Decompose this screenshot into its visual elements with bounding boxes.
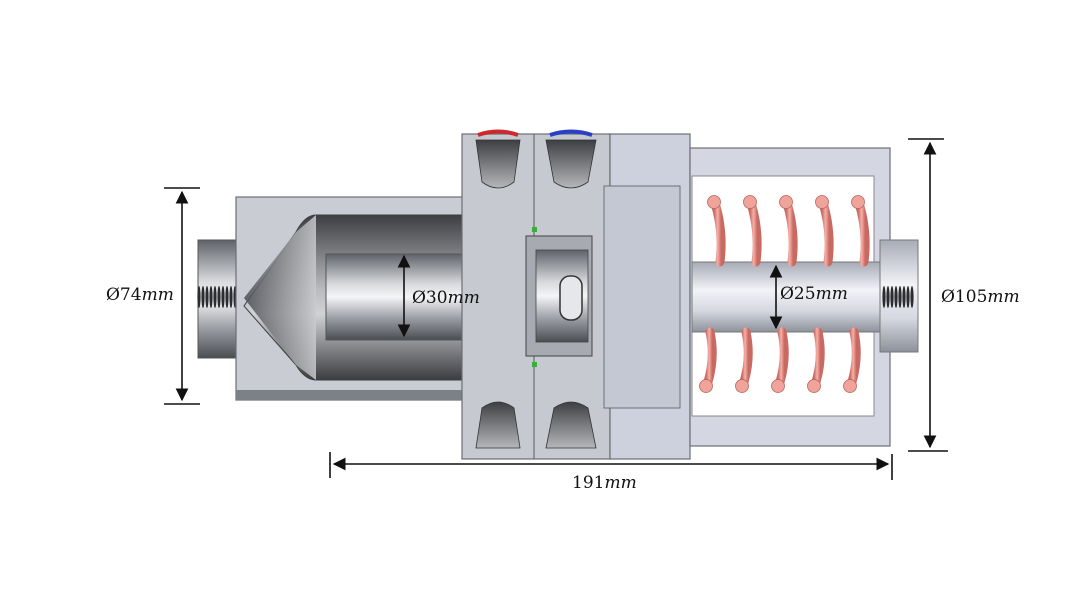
- spring-coil-end: [699, 379, 713, 393]
- green-marker-bottom: [532, 362, 537, 367]
- thread-ridge: [197, 286, 201, 308]
- thread-ridge: [217, 286, 221, 308]
- dim-overall-length: 191mm: [572, 473, 637, 493]
- spring-coil-end: [735, 379, 749, 393]
- blue-seal: [549, 129, 593, 137]
- thread-ridge: [225, 286, 229, 308]
- spring-coil-end: [815, 195, 829, 209]
- dim-left-outer-diameter: Ø74mm: [106, 285, 174, 305]
- spring-coil-end: [707, 195, 721, 209]
- thread-ridge: [890, 286, 894, 308]
- spring-coil-end: [743, 195, 757, 209]
- thread-ridge: [886, 286, 890, 308]
- right-housing: [603, 133, 919, 460]
- middle-flange: [461, 129, 611, 460]
- thread-ridge: [229, 286, 233, 308]
- dim-right-outer-diameter: Ø105mm: [941, 287, 1020, 307]
- thread-ridge: [205, 286, 209, 308]
- thread-ridge: [898, 286, 902, 308]
- dimension-lines: [164, 138, 948, 480]
- spring-coil-end: [779, 195, 793, 209]
- thread-ridge: [882, 286, 886, 308]
- thread-ridge: [221, 286, 225, 308]
- red-seal: [477, 129, 519, 137]
- thread-ridge: [902, 286, 906, 308]
- thread-ridge: [209, 286, 213, 308]
- dim-inner-rod-diameter: Ø30mm: [412, 288, 480, 308]
- inlet-thread: [197, 286, 241, 308]
- spring: [699, 195, 870, 393]
- spring-coil-end: [771, 379, 785, 393]
- spring-coil-end: [843, 379, 857, 393]
- outlet-thread: [882, 286, 914, 308]
- spring-coil-end: [807, 379, 821, 393]
- thread-ridge: [894, 286, 898, 308]
- thread-ridge: [213, 286, 217, 308]
- spring-coil-end: [851, 195, 865, 209]
- thread-ridge: [910, 286, 914, 308]
- green-marker-top: [532, 227, 537, 232]
- thread-ridge: [906, 286, 910, 308]
- thread-ridge: [201, 286, 205, 308]
- dim-piston-rod-diameter: Ø25mm: [780, 284, 848, 304]
